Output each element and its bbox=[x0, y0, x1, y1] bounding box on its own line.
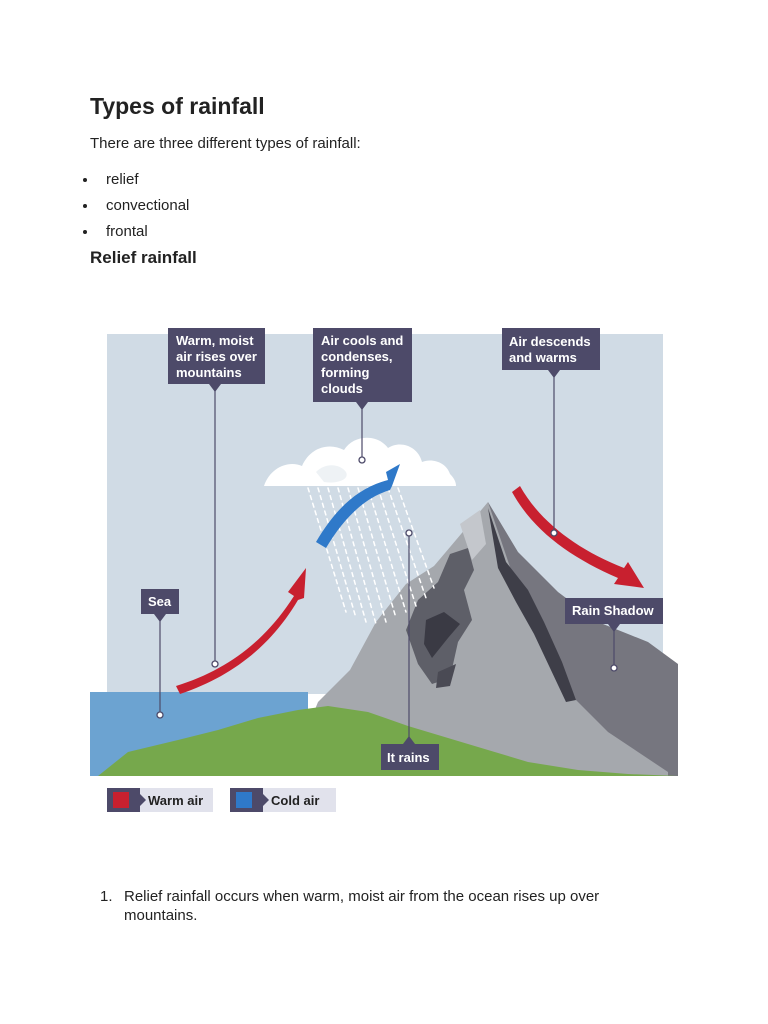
intro-text: There are three different types of rainf… bbox=[90, 135, 361, 152]
mountain-rock bbox=[436, 664, 456, 688]
page-title: Types of rainfall bbox=[90, 93, 265, 119]
mountain-highlight bbox=[460, 510, 486, 560]
svg-text:condenses,: condenses, bbox=[321, 349, 393, 364]
list-item: 1. Relief rainfall occurs when warm, moi… bbox=[100, 887, 620, 925]
legend: Warm air Cold air bbox=[107, 788, 336, 812]
svg-text:Air descends: Air descends bbox=[509, 334, 591, 349]
list-item: relief bbox=[82, 170, 189, 196]
list-item: frontal bbox=[82, 222, 189, 248]
section-heading: Relief rainfall bbox=[90, 248, 197, 267]
svg-text:Cold air: Cold air bbox=[271, 793, 319, 808]
callout-warm-air-rises: Warm, moist air rises over mountains bbox=[168, 328, 265, 392]
svg-text:It rains: It rains bbox=[387, 750, 430, 765]
cold-air-arrow bbox=[316, 464, 400, 548]
warm-air-descending-arrow bbox=[512, 486, 644, 588]
svg-text:Rain Shadow: Rain Shadow bbox=[572, 603, 655, 618]
mountain-cave bbox=[424, 612, 460, 658]
warm-air-swatch bbox=[113, 792, 129, 808]
marker-dot bbox=[156, 711, 164, 719]
marker-dot bbox=[211, 660, 219, 668]
marker-dot bbox=[358, 456, 366, 464]
svg-text:and warms: and warms bbox=[509, 350, 577, 365]
svg-text:Warm, moist: Warm, moist bbox=[176, 333, 254, 348]
grass bbox=[98, 706, 678, 776]
cold-air-swatch bbox=[236, 792, 252, 808]
svg-text:forming: forming bbox=[321, 365, 369, 380]
rain-streaks bbox=[307, 487, 435, 625]
legend-cold-air: Cold air bbox=[230, 788, 336, 812]
marker-dot bbox=[610, 664, 618, 672]
relief-rainfall-diagram: Warm, moist air rises over mountains Air… bbox=[88, 322, 680, 820]
svg-text:air rises over: air rises over bbox=[176, 349, 257, 364]
steps-list: 1. Relief rainfall occurs when warm, moi… bbox=[100, 887, 620, 925]
svg-text:mountains: mountains bbox=[176, 365, 242, 380]
marker-dot bbox=[550, 529, 558, 537]
callout-air-cools: Air cools and condenses, forming clouds bbox=[313, 328, 412, 410]
callout-air-descends: Air descends and warms bbox=[502, 328, 600, 378]
svg-text:Sea: Sea bbox=[148, 594, 172, 609]
list-number: 1. bbox=[100, 888, 113, 905]
list-item: convectional bbox=[82, 196, 189, 222]
callout-it-rains: It rains bbox=[381, 736, 439, 770]
list-text: Relief rainfall occurs when warm, moist … bbox=[124, 888, 600, 924]
mountain bbox=[288, 502, 668, 776]
marker-dot bbox=[405, 529, 413, 537]
callout-rain-shadow: Rain Shadow bbox=[565, 598, 663, 632]
svg-text:clouds: clouds bbox=[321, 381, 363, 396]
diagram-svg: Warm, moist air rises over mountains Air… bbox=[90, 328, 678, 812]
rainfall-types-list: relief convectional frontal bbox=[82, 170, 189, 248]
svg-text:Warm air: Warm air bbox=[148, 793, 203, 808]
legend-warm-air: Warm air bbox=[107, 788, 213, 812]
mountain-ridge-shadow bbox=[488, 508, 576, 702]
svg-text:Air cools and: Air cools and bbox=[321, 333, 403, 348]
callout-sea: Sea bbox=[141, 589, 179, 622]
